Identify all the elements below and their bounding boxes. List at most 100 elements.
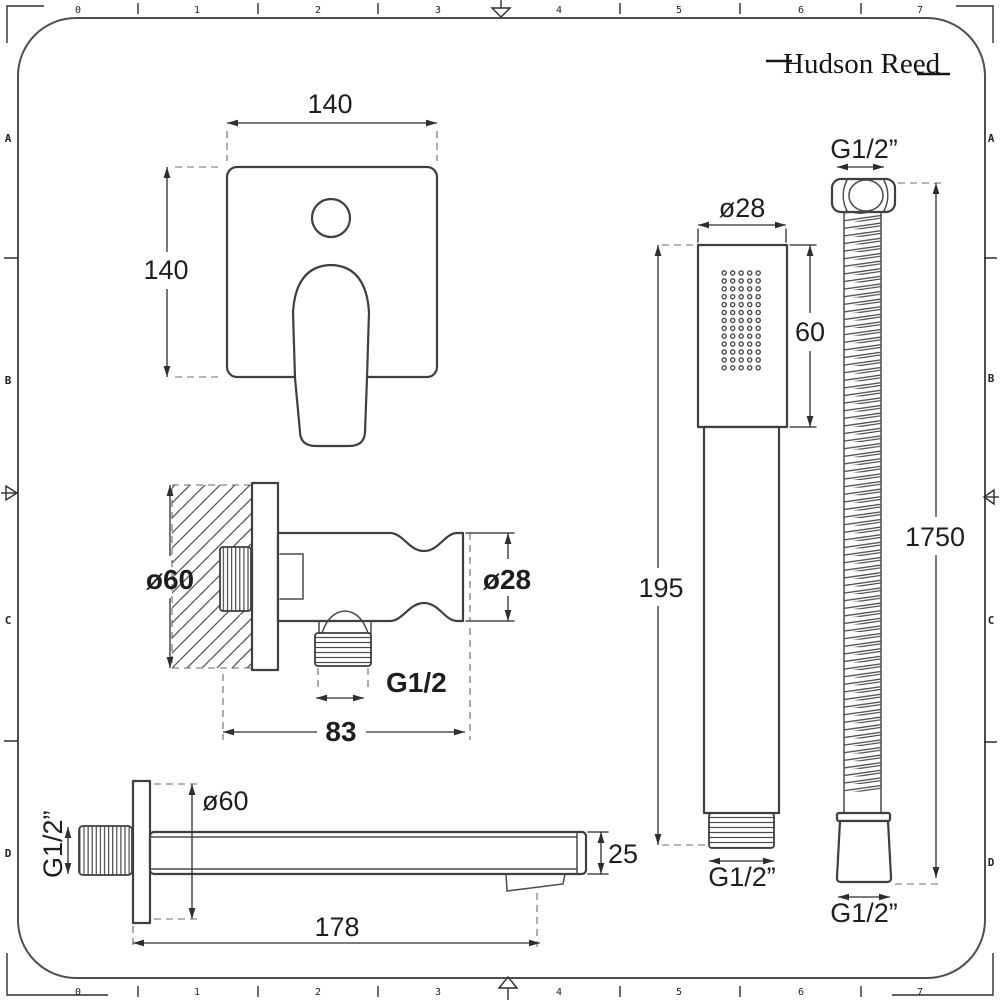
ruler-number: 0 xyxy=(75,987,81,998)
elbow-body-and-holder xyxy=(276,531,465,623)
dim-label: 140 xyxy=(307,89,352,119)
ruler-number: 1 xyxy=(194,5,200,16)
handset-spray-face xyxy=(719,268,763,372)
dim-label: ø28 xyxy=(483,564,531,595)
handset-drawing: ø28 60 195 G1/2” xyxy=(638,193,825,892)
inlet-thread xyxy=(219,546,252,612)
bottom-outlet xyxy=(314,610,372,690)
dim-label: G1/2” xyxy=(830,134,898,164)
dim-label: 195 xyxy=(638,573,683,603)
ruler-letter: A xyxy=(5,132,12,145)
dim-label: G1/2” xyxy=(830,898,898,928)
ruler-number: 6 xyxy=(798,987,804,998)
ruler-number: 0 xyxy=(75,5,81,16)
ruler-ticks-bottom xyxy=(137,986,862,997)
corner-mark-top-left xyxy=(6,5,44,43)
dim-spout-flange-diameter: ø60 xyxy=(154,783,249,920)
ruler-number: 2 xyxy=(315,987,321,998)
center-mark-right xyxy=(982,488,999,506)
dim-handset-total-length: 195 xyxy=(638,244,706,846)
dim-label: 140 xyxy=(143,255,188,285)
handset-handle xyxy=(702,425,781,815)
dim-label: 1750 xyxy=(905,522,965,552)
dim-spout-length: 178 xyxy=(132,912,540,947)
dim-hose-top-thread: G1/2” xyxy=(830,134,898,171)
ruler-number: 4 xyxy=(556,987,562,998)
ruler-letter: B xyxy=(988,372,995,385)
ruler-number: 6 xyxy=(798,5,804,16)
corner-mark-bottom-left xyxy=(6,953,108,996)
spout-drawing: ø60 G1/2” 25 178 xyxy=(38,779,638,947)
dim-label: ø60 xyxy=(202,786,249,816)
ruler-letter: D xyxy=(5,847,12,860)
dim-label: ø28 xyxy=(719,193,766,223)
dim-label: ø60 xyxy=(146,564,194,595)
dim-hose-length: 1750 xyxy=(895,182,965,885)
ruler-left: A B C D xyxy=(4,132,18,860)
hose-top-nut xyxy=(830,177,897,214)
mixer-valve-drawing: 140 140 xyxy=(143,89,439,448)
outlet-elbow-drawing: ø60 ø28 G1/2 83 xyxy=(146,481,531,747)
dim-label: 83 xyxy=(325,716,356,747)
dim-handset-thread: G1/2” xyxy=(708,857,776,892)
ruler-top: 0 1 2 3 4 5 6 7 xyxy=(75,3,923,16)
hose-drawing: G1/2” 1750 G1/2” xyxy=(830,134,965,928)
ruler-letter: B xyxy=(5,374,12,387)
ruler-number: 7 xyxy=(917,5,923,16)
dim-spout-thread: G1/2” xyxy=(38,810,72,878)
dim-spout-height: 25 xyxy=(587,831,638,875)
ruler-number: 1 xyxy=(194,987,200,998)
hose-bottom-cone xyxy=(835,811,893,884)
ruler-letter: A xyxy=(988,132,995,145)
ruler-number: 5 xyxy=(676,987,682,998)
outlet-thread-nipple xyxy=(314,632,372,667)
ruler-ticks-top xyxy=(137,3,862,14)
dim-outlet-thread: G1/2 xyxy=(316,667,447,702)
ruler-number: 3 xyxy=(435,987,441,998)
center-mark-top xyxy=(490,0,512,18)
ruler-right: A B C D xyxy=(984,132,997,869)
ruler-bottom: 0 1 2 3 4 5 6 7 xyxy=(75,986,923,998)
dim-valve-width: 140 xyxy=(226,89,438,161)
spout-body xyxy=(148,830,588,876)
spout-thread xyxy=(78,825,133,876)
dim-handset-width: ø28 xyxy=(697,193,787,243)
corner-mark-bottom-right xyxy=(892,953,994,996)
dim-label: G1/2 xyxy=(386,667,447,698)
body-step-detail xyxy=(279,553,304,600)
ruler-letter: D xyxy=(988,856,995,869)
ruler-ticks-right xyxy=(984,257,997,743)
handset-thread xyxy=(708,812,775,849)
dim-label: G1/2” xyxy=(708,862,776,892)
valve-diverter-button xyxy=(310,197,352,239)
valve-lever-handle xyxy=(291,263,371,448)
ruler-letter: C xyxy=(988,614,995,627)
ruler-number: 2 xyxy=(315,5,321,16)
dim-elbow-flange-diameter: ø60 xyxy=(146,485,194,668)
ruler-number: 7 xyxy=(917,987,923,998)
brand-logo: Hudson Reed xyxy=(766,48,950,80)
dim-holder-diameter: ø28 xyxy=(465,532,531,622)
dim-label: 25 xyxy=(608,839,638,869)
ruler-number: 5 xyxy=(676,5,682,16)
spout-wall-flange xyxy=(131,779,152,925)
dim-handset-face-length: 60 xyxy=(789,244,825,428)
ruler-number: 4 xyxy=(556,5,562,16)
center-mark-left xyxy=(1,484,19,502)
ruler-letter: C xyxy=(5,614,12,627)
logo-text: Hudson Reed xyxy=(783,48,941,80)
dim-label: 178 xyxy=(314,912,359,942)
dim-label: G1/2” xyxy=(38,810,68,878)
dim-valve-height: 140 xyxy=(143,166,221,378)
hose-tube xyxy=(843,211,882,814)
corner-mark-top-right xyxy=(956,5,994,43)
dim-elbow-length: 83 xyxy=(222,628,471,747)
dim-hose-bottom-thread: G1/2” xyxy=(830,893,898,928)
center-mark-bottom xyxy=(497,975,519,1000)
ruler-number: 3 xyxy=(435,5,441,16)
spout-nozzle xyxy=(505,873,566,892)
dim-label: 60 xyxy=(795,317,825,347)
